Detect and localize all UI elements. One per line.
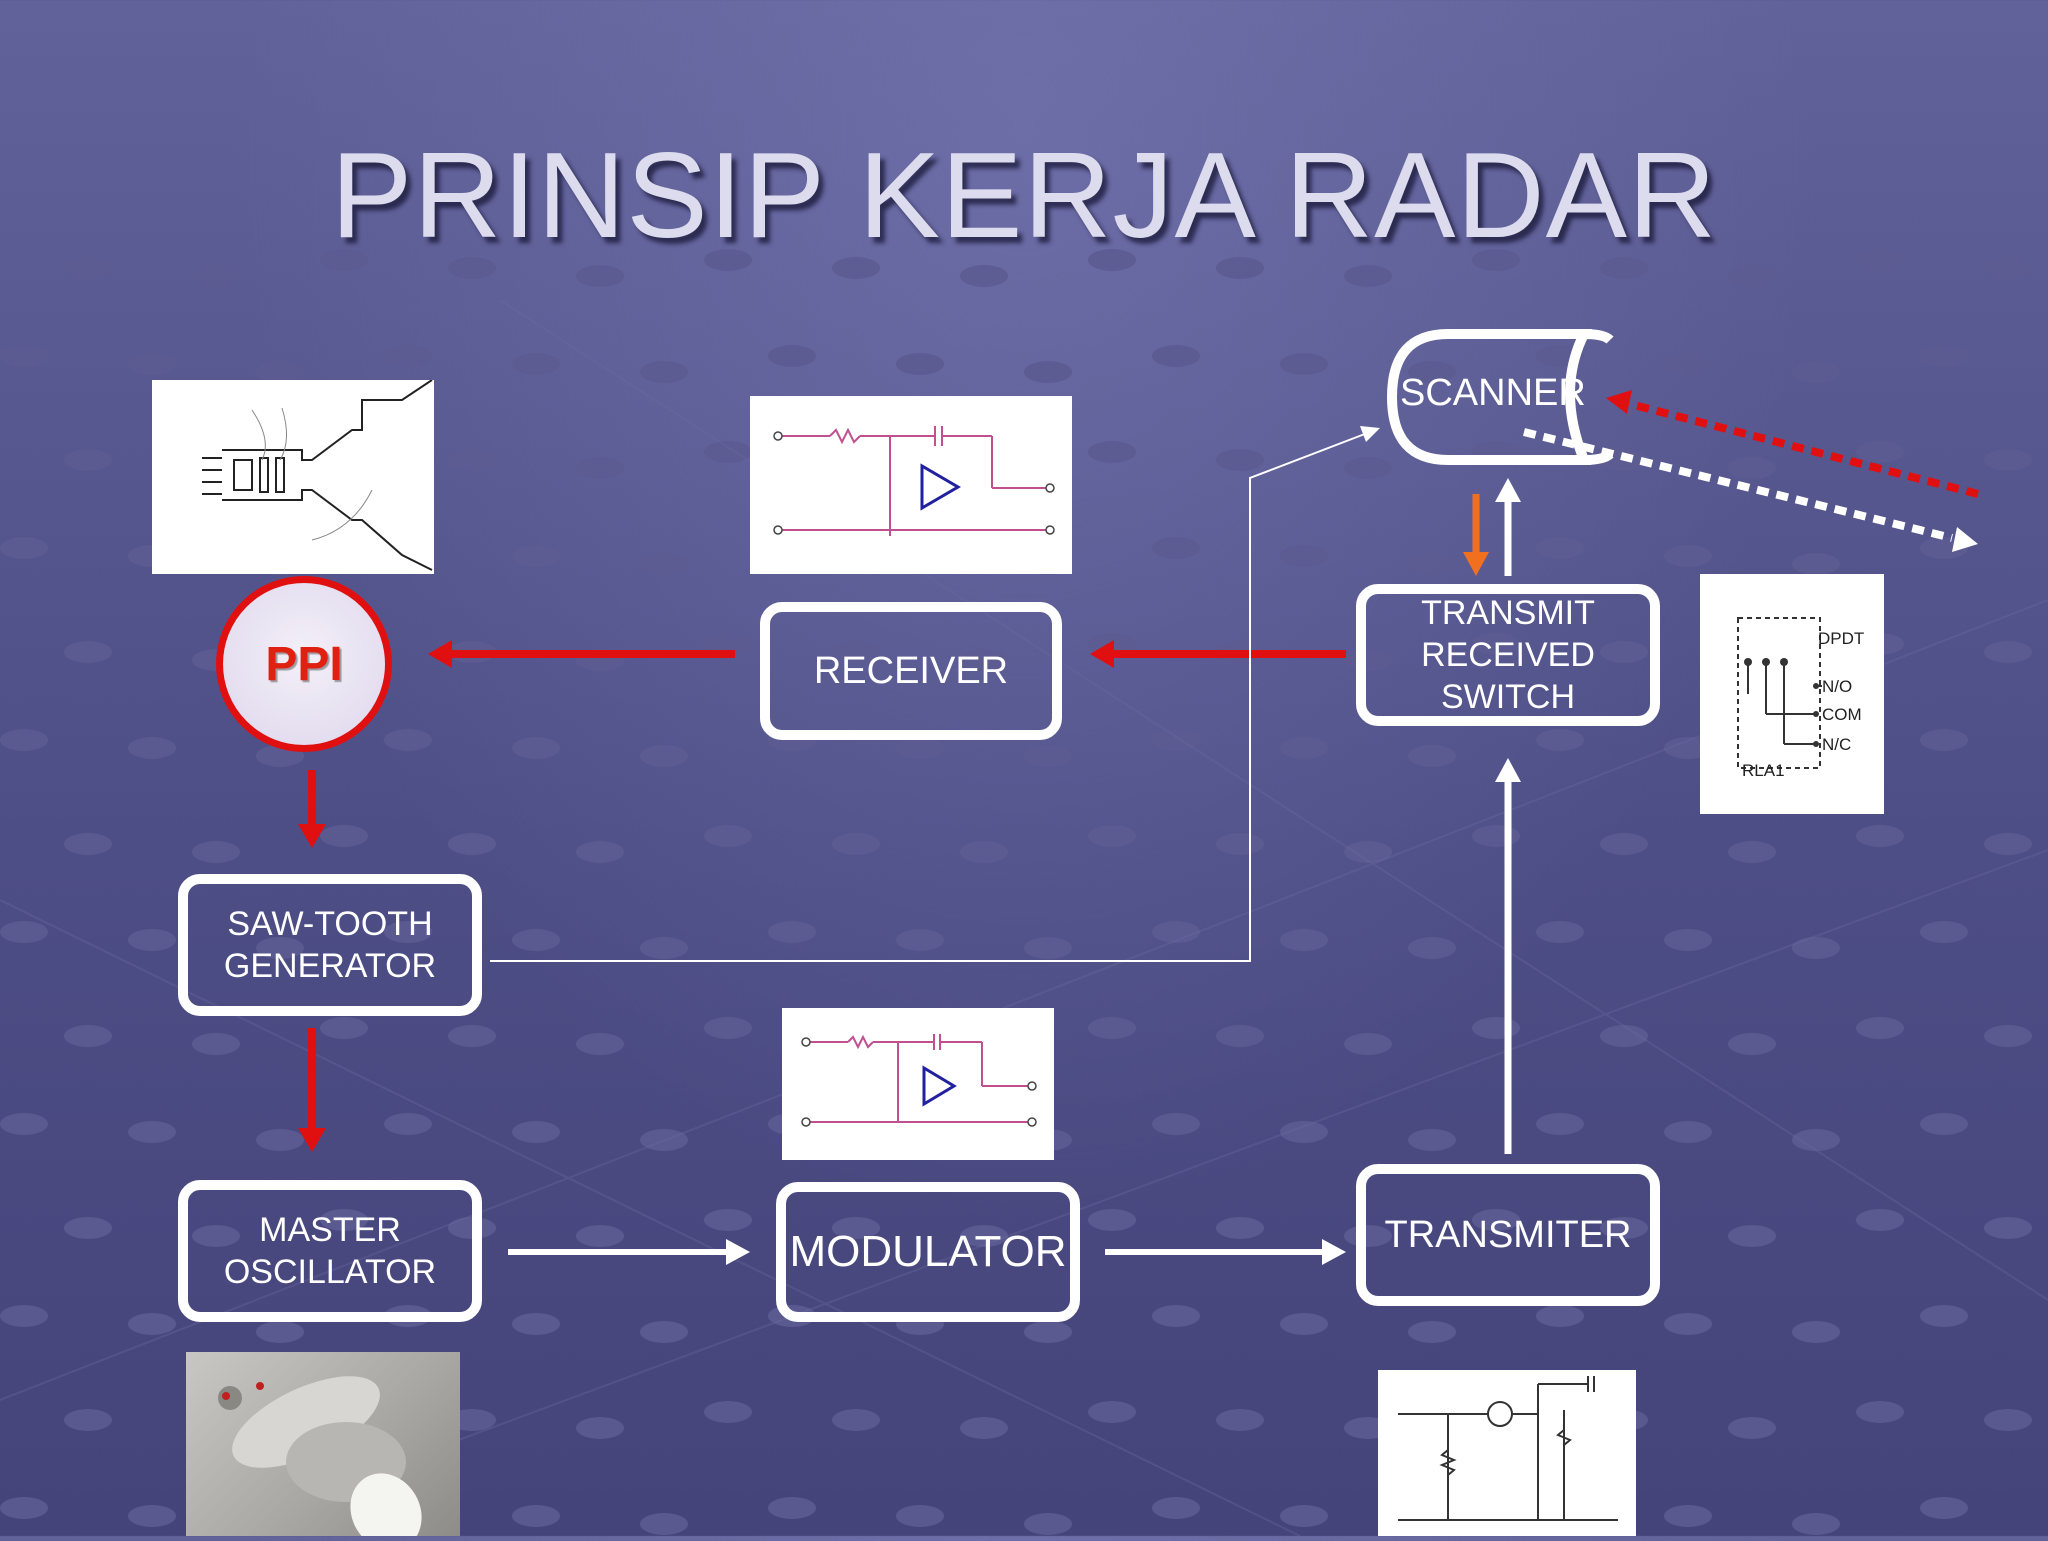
- transistor-schematic-image: [1378, 1370, 1636, 1536]
- opamp-schematic-image-2: [782, 1008, 1054, 1160]
- transmitter-block: TRANSMITER: [1356, 1164, 1660, 1306]
- receiver-label: RECEIVER: [813, 650, 1009, 692]
- scanner-label: SCANNER: [1400, 372, 1586, 414]
- trs-block: TRANSMIT RECEIVED SWITCH: [1356, 584, 1660, 726]
- modulator-label: MODULATOR: [789, 1227, 1067, 1276]
- transmitter-label: TRANSMITER: [1384, 1214, 1632, 1256]
- ppi-display: PPI: [216, 576, 392, 752]
- line-sawtooth-to-scanner: [490, 431, 1371, 962]
- opamp-drawing-2: [801, 1034, 1037, 1127]
- beam-outgoing: [1523, 428, 1953, 542]
- opamp-drawing-1: [773, 426, 1055, 536]
- modulator-block: MODULATOR: [776, 1182, 1080, 1322]
- scanner-shape: [1386, 329, 1614, 465]
- master-line-1: MASTER: [259, 1211, 401, 1249]
- trs-line-1: TRANSMIT: [1421, 594, 1595, 632]
- magnetron-photo: [186, 1352, 460, 1536]
- opamp-schematic-image-1: [750, 396, 1072, 574]
- relay-label-com: COM: [1822, 705, 1862, 724]
- magnetron-drawing: [218, 1376, 422, 1536]
- master-line-2: OSCILLATOR: [223, 1253, 437, 1291]
- relay-label-nc: N/C: [1822, 735, 1851, 754]
- trs-line-2: RECEIVED: [1421, 636, 1595, 674]
- beam-echo: [1628, 400, 1980, 498]
- master-oscillator-block: MASTER OSCILLATOR: [178, 1180, 482, 1322]
- receiver-block: RECEIVER: [760, 602, 1062, 740]
- sawtooth-line-1: SAW-TOOTH: [227, 905, 433, 943]
- relay-label-no: N/O: [1822, 677, 1852, 696]
- sawtooth-block: SAW-TOOTH GENERATOR: [178, 874, 482, 1016]
- transistor-drawing: [1398, 1376, 1618, 1521]
- trs-line-3: SWITCH: [1440, 678, 1576, 716]
- sawtooth-line-2: GENERATOR: [223, 947, 437, 985]
- relay-label-dpdt: DPDT: [1818, 629, 1864, 648]
- slide-title: PRINSIP KERJA RADAR: [330, 127, 1718, 263]
- relay-label-rla1: RLA1: [1742, 761, 1785, 780]
- relay-drawing: DPDT N/O COM N/C RLA1: [1737, 617, 1864, 780]
- crt-drawing: [202, 379, 433, 571]
- crt-schematic-image: [152, 379, 434, 574]
- relay-dpdt-image: DPDT N/O COM N/C RLA1: [1700, 574, 1884, 814]
